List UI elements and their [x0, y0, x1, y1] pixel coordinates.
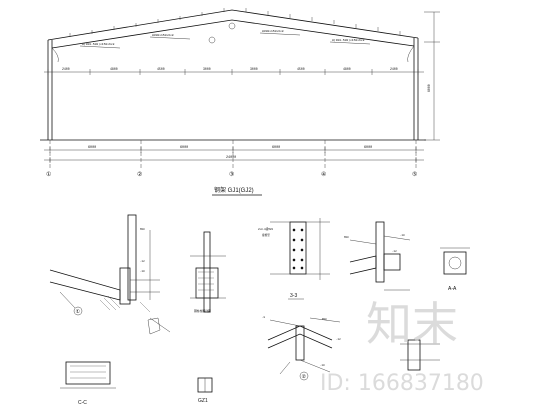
axis-label: ④ — [321, 171, 326, 178]
svg-text:-12: -12 — [392, 250, 397, 253]
svg-text:-12: -12 — [336, 338, 341, 341]
section-c-c: C-C — [60, 361, 116, 406]
svg-text:3000: 3000 — [203, 67, 211, 71]
svg-text:4500: 4500 — [157, 67, 165, 71]
svg-text:2400: 2400 — [62, 67, 70, 71]
gz1-label: GZ1 — [198, 398, 208, 404]
section-3-3: 2x8.8级M20 摩擦型 3-3 — [258, 218, 330, 300]
frame-title: 钢架 GJ1(GJ2) — [214, 186, 254, 194]
axis-label: ① — [46, 171, 51, 178]
svg-text:H300x150x6x8: H300x150x6x8 — [262, 30, 284, 33]
bay-dim: 6000 — [180, 146, 188, 150]
axis-label: ② — [137, 171, 142, 178]
detail-label: ① — [76, 309, 81, 315]
svg-text:摩擦型: 摩擦型 — [262, 233, 270, 237]
svg-text:4800: 4800 — [343, 67, 351, 71]
svg-text:-8: -8 — [262, 316, 266, 319]
section-33-label: 3-3 — [290, 293, 297, 299]
portal-frame-elevation: H(300-500)x150x6x8 H300x150x6x8 H300x150… — [40, 8, 440, 196]
detail-label: ② — [302, 374, 307, 380]
detail-1-eave-joint: ① M20 -12 -10 — [49, 214, 171, 335]
svg-text:3000: 3000 — [250, 67, 258, 71]
watermark-id: ID: 166837180 — [320, 371, 484, 396]
bay-dim: 6000 — [88, 146, 96, 150]
svg-text:-10: -10 — [140, 270, 145, 273]
svg-text:M20: M20 — [322, 318, 327, 321]
svg-text:4500: 4500 — [297, 67, 305, 71]
section-cc-label: C-C — [78, 400, 87, 406]
bay-dim: 6000 — [364, 146, 372, 150]
svg-text:2400: 2400 — [390, 67, 398, 71]
section-aa-label: A-A — [448, 286, 457, 292]
bay-dim: 6000 — [272, 146, 280, 150]
svg-text:2x8.8级M20: 2x8.8级M20 — [258, 227, 273, 231]
svg-text:-12: -12 — [140, 260, 145, 263]
axis-label: ⑤ — [412, 171, 417, 178]
base-detail — [400, 339, 440, 371]
svg-text:M20: M20 — [344, 236, 349, 239]
svg-text:钢柱柱脚详图: 钢柱柱脚详图 — [194, 309, 211, 313]
svg-text:H(300-500)x150x6x8: H(300-500)x150x6x8 — [82, 42, 115, 46]
height-dim: 6000 — [427, 84, 431, 92]
total-dim: 24000 — [226, 156, 236, 160]
svg-text:-10: -10 — [320, 364, 325, 367]
watermark: 知末 ID: 166837180 — [320, 297, 484, 396]
watermark-brand: 知末 — [366, 297, 458, 351]
svg-text:H300x150x6x8: H300x150x6x8 — [152, 34, 174, 37]
section-a-a: M20 -10 -12 A-A — [344, 221, 470, 292]
svg-text:-10: -10 — [400, 234, 405, 237]
axis-label: ③ — [229, 171, 234, 178]
svg-text:M20: M20 — [140, 228, 145, 231]
column-gz1-elevation: 钢柱柱脚详图 GZ1 — [190, 231, 226, 404]
svg-text:4800: 4800 — [110, 67, 118, 71]
svg-text:H(300-500)x150x6x8: H(300-500)x150x6x8 — [332, 38, 365, 42]
